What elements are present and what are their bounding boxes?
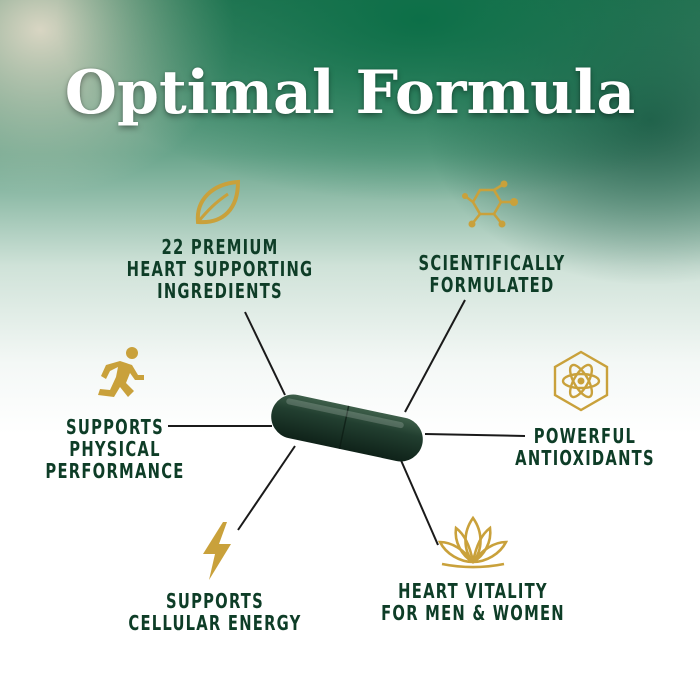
connector-antioxidants: [424, 433, 526, 437]
feature-antioxidants-label: POWERFUL ANTIOXIDANTS: [515, 424, 655, 470]
connector-scientific: [404, 299, 466, 413]
feature-physical-label: SUPPORTS PHYSICAL PERFORMANCE: [45, 415, 185, 483]
leaf-icon: [195, 179, 241, 225]
feature-premium-label: 22 PREMIUM HEART SUPPORTING INGREDIENTS: [126, 235, 314, 303]
atom-hexagon-icon: [553, 350, 609, 412]
running-person-icon: [98, 347, 144, 397]
page-title: Optimal Formula: [64, 58, 636, 128]
molecule-icon: [462, 180, 518, 228]
capsule-image: [271, 394, 423, 462]
connector-premium: [244, 311, 286, 396]
connector-energy: [237, 445, 296, 531]
lightning-bolt-icon: [203, 522, 231, 580]
feature-vitality-label: HEART VITALITY FOR MEN & WOMEN: [381, 579, 565, 625]
connector-vitality: [399, 457, 439, 546]
feature-energy-label: SUPPORTS CELLULAR ENERGY: [128, 589, 302, 635]
feature-scientific-label: SCIENTIFICALLY FORMULATED: [418, 251, 566, 297]
lotus-icon: [437, 515, 509, 569]
